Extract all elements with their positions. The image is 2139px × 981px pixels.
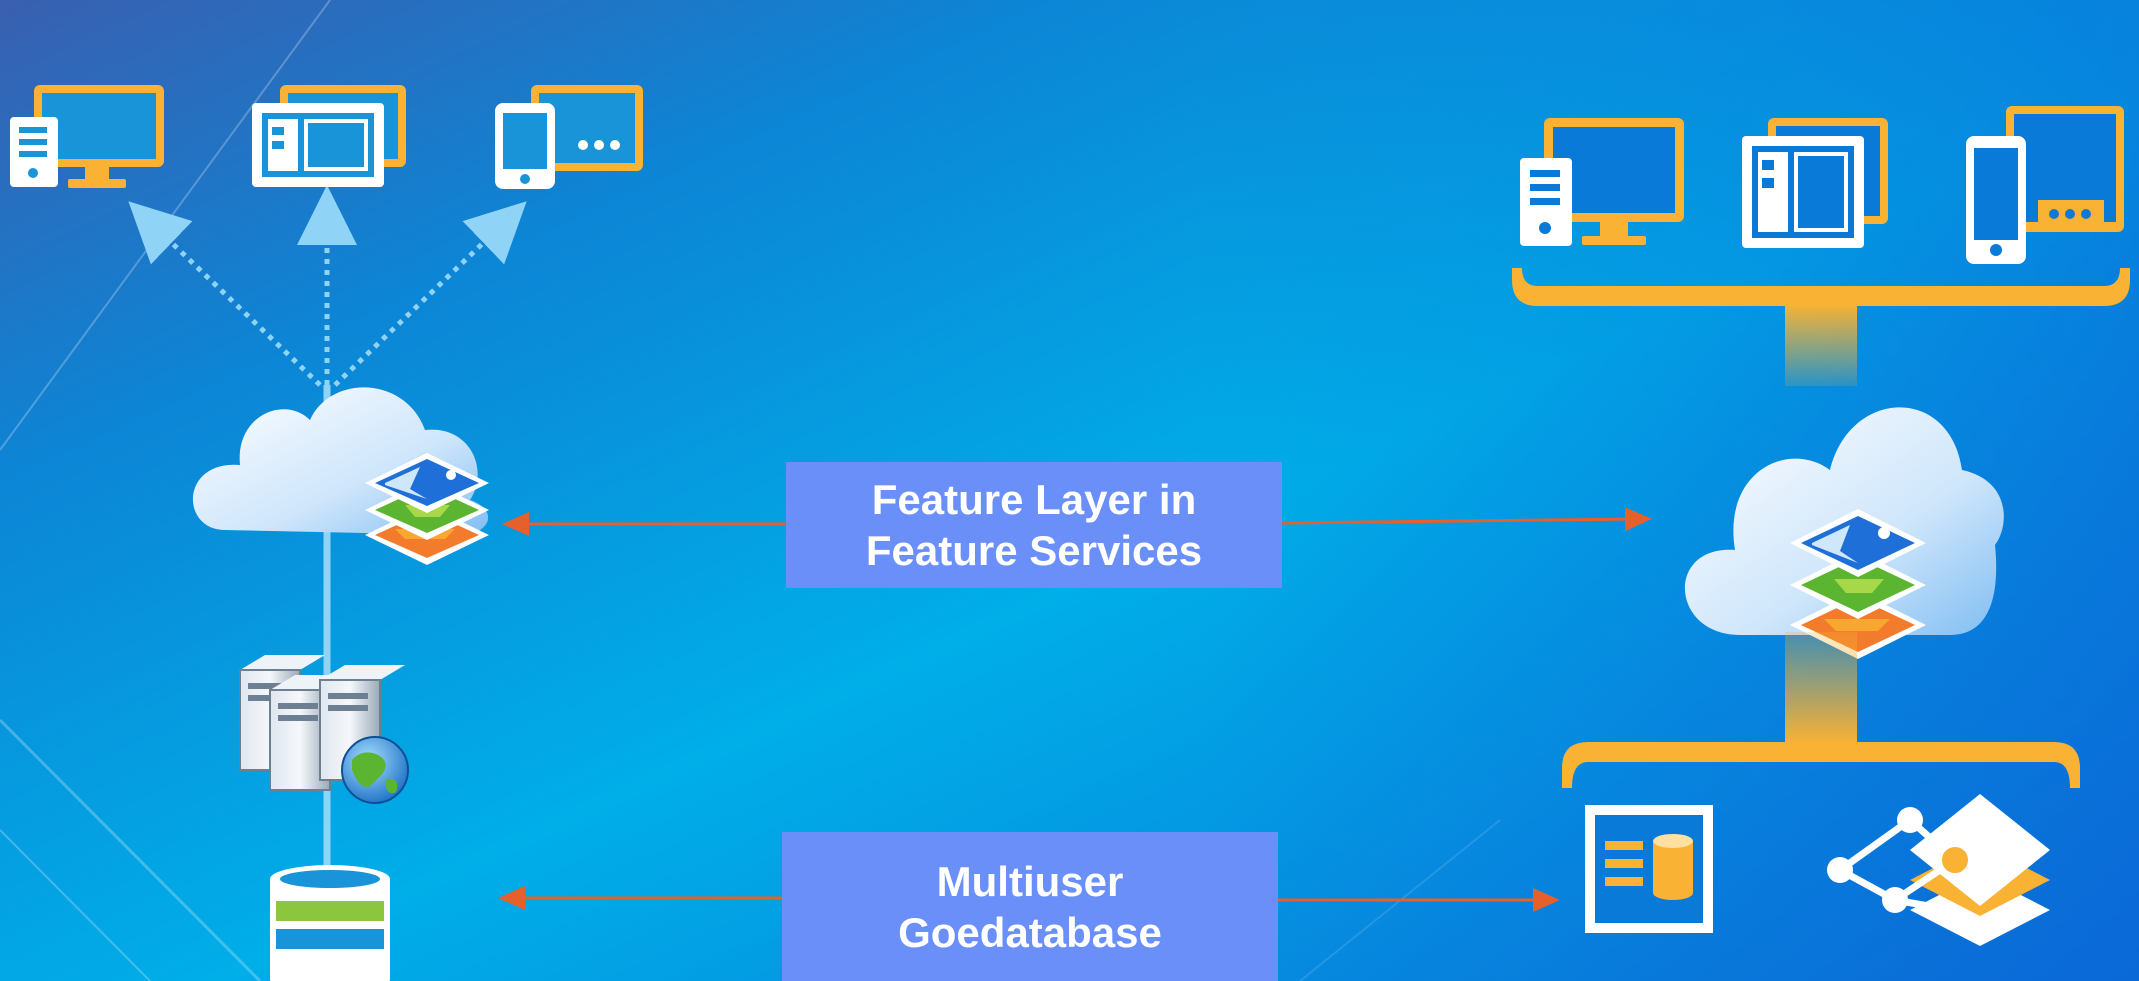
mobile-icon-right	[1966, 106, 2124, 264]
desktop-icon-right	[1520, 118, 1684, 246]
feature-layer-label-line2: Feature Services	[865, 527, 1203, 574]
feature-layer-label: Feature Layer in Feature Services	[786, 462, 1282, 588]
bottom-bracket	[1562, 632, 2080, 788]
globe-icon	[341, 736, 409, 804]
geodatabase-label-line1: Multiuser	[936, 857, 1124, 905]
desktop-icon	[10, 85, 164, 188]
database-icon	[270, 865, 390, 981]
connector-arrows	[498, 507, 1652, 912]
server-cluster-icon	[239, 655, 405, 791]
geodatabase-label: Multiuser Goedatabase	[782, 832, 1278, 981]
geodatabase-label-line2: Goedatabase	[898, 908, 1162, 956]
layers-icon	[365, 453, 489, 565]
layers-icon-right	[1790, 509, 1926, 659]
network-layers-icon	[1827, 794, 2050, 946]
tablet-icon	[252, 85, 406, 187]
mobile-icon	[495, 85, 643, 189]
top-bracket	[1512, 268, 2130, 386]
geodatabase-document-icon	[1585, 805, 1713, 933]
feature-layer-arrow-right	[1281, 507, 1652, 532]
feature-layer-label-line1: Feature Layer in	[871, 476, 1197, 523]
tablet-icon-right	[1742, 118, 1888, 248]
